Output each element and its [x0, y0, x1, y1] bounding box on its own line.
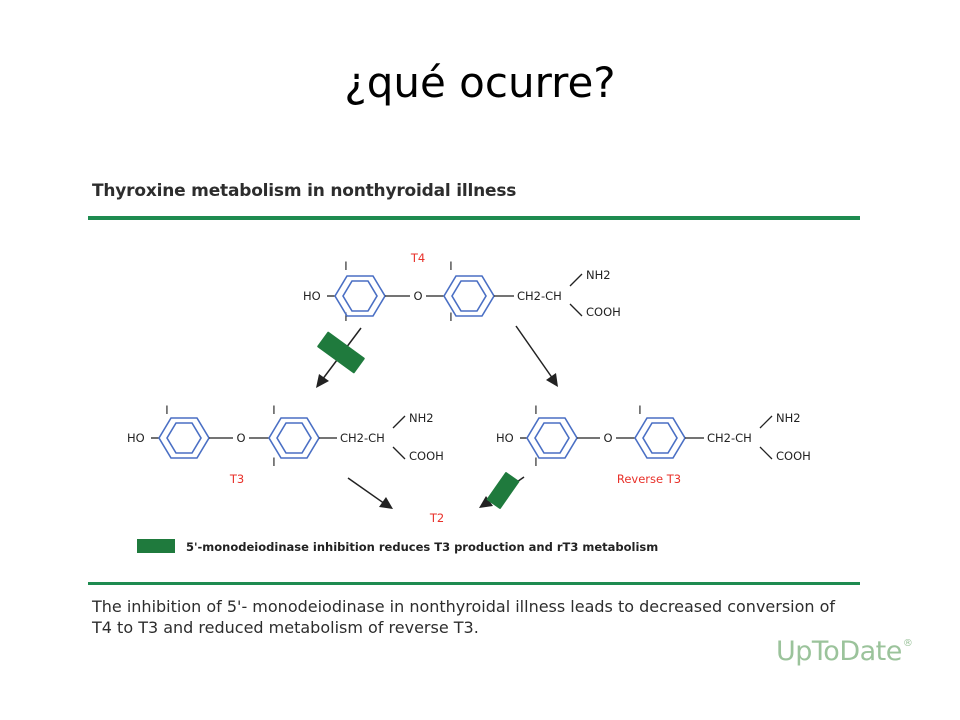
registered-mark: ® — [902, 638, 913, 649]
t4-label: T4 — [410, 251, 425, 265]
inhibition-block-reverse-t3-to-t2 — [486, 472, 520, 509]
t3-bond-carboxyl — [392, 446, 406, 460]
t3-carboxyl: COOH — [409, 449, 444, 463]
t4-ether-oxygen: O — [413, 289, 422, 303]
heading-divider — [88, 216, 860, 220]
t3-label: T3 — [229, 472, 244, 486]
figure-caption: The inhibition of 5'- monodeiodinase in … — [92, 597, 836, 637]
rt3-iodine-top-left: I — [534, 403, 537, 417]
rt3-carboxyl: COOH — [776, 449, 811, 463]
rt3-bond-amine — [759, 415, 773, 429]
legend-text: 5'-monodeiodinase inhibition reduces T3 … — [186, 540, 658, 554]
uptodate-logo: UpToDate® — [776, 636, 913, 667]
inhibition-block-t4-to-t3 — [317, 331, 365, 374]
figure-heading: Thyroxine metabolism in nonthyroidal ill… — [92, 181, 517, 201]
t3-chain: CH2-CH — [340, 431, 385, 445]
t4-iodine-top-right: I — [449, 259, 452, 273]
t3-iodine-top-left: I — [165, 403, 168, 417]
rt3-chain: CH2-CH — [707, 431, 752, 445]
t4-carboxyl: COOH — [586, 305, 621, 319]
slide-title: ¿qué ocurre? — [344, 58, 616, 107]
t3-hydroxyl: HO — [127, 431, 145, 445]
rt3-label: Reverse T3 — [617, 472, 681, 486]
molecule-t3: I I I HO O CH2-CH NH2 COOH T3 — [127, 403, 444, 486]
t4-iodine-top-left: I — [344, 259, 347, 273]
rt3-iodine-top-right: I — [638, 403, 641, 417]
rt3-ring-right — [634, 417, 686, 459]
t3-bond-amine — [392, 415, 406, 429]
t3-iodine-top-right: I — [272, 403, 275, 417]
legend-swatch — [137, 539, 175, 553]
t4-bond-carboxyl — [569, 303, 583, 317]
t3-amine: NH2 — [409, 411, 434, 425]
brand-name: UpToDate — [776, 636, 902, 667]
molecule-t4: I I I I HO O CH2-CH NH2 COOH T4 — [303, 251, 621, 324]
caption-divider — [88, 582, 860, 585]
arrow-t4-to-reverse-t3 — [515, 325, 558, 387]
t3-iodine-bottom-right: I — [272, 455, 275, 469]
t4-ring-right — [443, 275, 495, 317]
rt3-iodine-bottom-left: I — [534, 455, 537, 469]
t2-label: T2 — [429, 511, 444, 525]
rt3-amine: NH2 — [776, 411, 801, 425]
rt3-ether-oxygen: O — [603, 431, 612, 445]
molecule-reverse-t3: I I I HO O CH2-CH NH2 COOH Reverse T3 — [496, 403, 811, 486]
t3-ring-right — [268, 417, 320, 459]
t3-ether-oxygen: O — [236, 431, 245, 445]
t4-amine: NH2 — [586, 268, 611, 282]
t4-hydroxyl: HO — [303, 289, 321, 303]
t4-ring-left — [334, 275, 386, 317]
t4-bond-amine — [569, 273, 583, 287]
t3-ring-left — [158, 417, 210, 459]
arrow-t3-to-t2 — [347, 477, 393, 509]
rt3-ring-left — [526, 417, 578, 459]
t4-chain: CH2-CH — [517, 289, 562, 303]
legend: 5'-monodeiodinase inhibition reduces T3 … — [137, 539, 658, 554]
t4-iodine-bottom-left: I — [344, 310, 347, 324]
rt3-hydroxyl: HO — [496, 431, 514, 445]
rt3-bond-carboxyl — [759, 446, 773, 460]
t4-iodine-bottom-right: I — [449, 310, 452, 324]
